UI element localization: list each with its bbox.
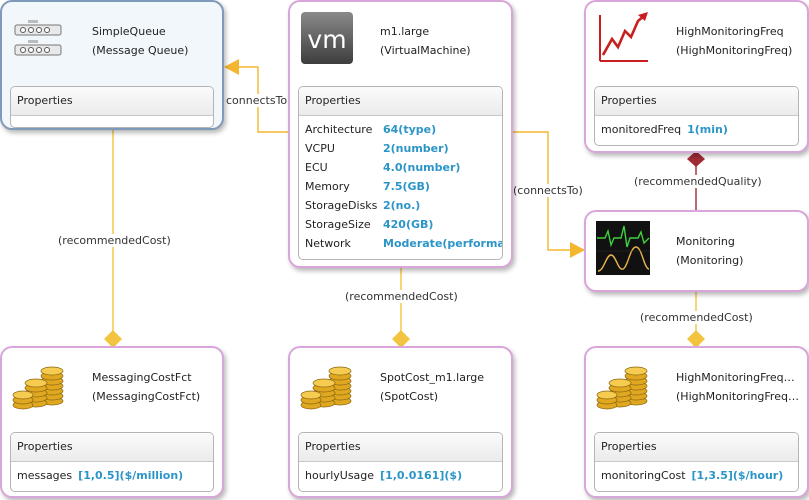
edge-label-monitoring-cost: (recommendedCost) [640,311,753,324]
property-row: ECU 4.0(number) [299,158,502,177]
property-value: 4.0(number) [383,161,461,174]
edge-vm-to-monitoring-arrow [570,242,585,258]
property-row: StorageSize 420(GB) [299,215,502,234]
node-title: Monitoring (Monitoring) [676,232,743,270]
property-key: hourlyUsage [305,469,375,482]
coins-icon [596,357,650,411]
node-name: SpotCost_m1.large [380,371,485,384]
node-title: SpotCost_m1.large (SpotCost) [380,368,484,406]
property-key: monitoredFreq [601,123,682,136]
property-value: 64(type) [383,123,437,136]
node-spot-cost[interactable]: SpotCost_m1.large (SpotCost) Properties … [288,346,513,498]
node-simple-queue[interactable]: SimpleQueue (Message Queue) Properties [0,0,224,130]
node-vm[interactable]: vm m1.large (VirtualMachine) Properties … [288,0,513,268]
properties-header[interactable]: Properties [595,87,798,116]
node-name: MessagingCostFct [92,371,192,384]
property-value: 2(number) [383,142,449,155]
edge-label-vm-to-monitoring: (connectsTo) [513,184,583,197]
properties-header[interactable]: Properties [595,433,798,462]
property-key: messages [17,469,73,482]
node-title: SimpleQueue (Message Queue) [92,22,188,60]
node-name: HighMonitoringFreq… [676,371,795,384]
properties-panel: Properties monitoringCost [1,3.5]($/hour) [594,432,799,492]
node-name: HighMonitoringFreq [676,25,784,38]
property-value: 2(no.) [383,199,421,212]
properties-panel: Properties messages [1,0.5]($/million) [10,432,214,492]
coins-icon [12,357,66,411]
node-name: SimpleQueue [92,25,166,38]
property-key: monitoringCost [601,469,686,482]
properties-header[interactable]: Properties [11,433,213,462]
trend-chart-icon [596,11,650,65]
node-name: m1.large [380,25,430,38]
property-row: monitoringCost [1,3.5]($/hour) [595,462,798,490]
node-type: (HighMonitoringFreq… [676,390,799,403]
properties-panel: Properties [10,86,214,128]
properties-panel: Properties Architecture 64(type) VCPU 2(nu… [298,86,503,260]
edge-label-monitoring-quality: (recommendedQuality) [634,175,762,188]
node-high-monitoring-freq[interactable]: HighMonitoringFreq (HighMonitoringFreq) … [584,0,809,153]
property-value: 1(min) [687,123,728,136]
property-row: hourlyUsage [1,0.0161]($) [299,462,502,490]
node-type: (Monitoring) [676,254,744,267]
property-key: Architecture [305,123,373,136]
property-value: 7.5(GB) [383,180,430,193]
property-row: Network Moderate(performa [299,234,502,253]
edge-monitoring-quality-diamond [687,151,705,167]
properties-header[interactable]: Properties [299,87,502,116]
node-type: (SpotCost) [380,390,439,403]
property-row: Memory 7.5(GB) [299,177,502,196]
coins-icon [300,357,354,411]
ecg-monitor-icon [596,221,650,275]
property-key: ECU [305,161,328,174]
property-row: monitoredFreq 1(min) [595,116,798,144]
edge-queue-cost-diamond [104,330,122,348]
node-title: MessagingCostFct (MessagingCostFct) [92,368,200,406]
properties-panel: Properties monitoredFreq 1(min) [594,86,799,146]
vm-logo-icon: vm [300,11,354,65]
edge-vm-to-queue-arrow [224,59,239,75]
property-value: 420(GB) [383,218,434,231]
property-row: Architecture 64(type) [299,120,502,139]
property-row: VCPU 2(number) [299,139,502,158]
edge-label-queue-cost: (recommendedCost) [58,234,171,247]
property-value: [1,0.0161]($) [380,469,463,482]
message-queue-icon [12,11,66,65]
node-type: (Message Queue) [92,44,189,57]
property-value: [1,0.5]($/million) [78,469,184,482]
node-title: HighMonitoringFreq… (HighMonitoringFreq… [676,368,804,406]
edge-label-vm-cost: (recommendedCost) [345,290,458,303]
edge-monitoring-cost-diamond [687,330,705,348]
node-monitoring[interactable]: Monitoring (Monitoring) [584,210,809,292]
node-type: (HighMonitoringFreq) [676,44,793,57]
node-type: (MessagingCostFct) [92,390,201,403]
property-row: messages [1,0.5]($/million) [11,462,213,490]
property-key: Network [305,237,351,250]
property-key: StorageDisks [305,199,378,212]
properties-header[interactable]: Properties [299,433,502,462]
node-messaging-cost-fct[interactable]: MessagingCostFct (MessagingCostFct) Prop… [0,346,224,498]
property-key: VCPU [305,142,335,155]
node-title: m1.large (VirtualMachine) [380,22,471,60]
node-high-monitoring-cost[interactable]: HighMonitoringFreq… (HighMonitoringFreq…… [584,346,809,498]
vm-logo-text: vm [307,25,346,54]
edge-vm-cost-diamond [392,330,410,348]
edge-label-vm-to-queue: connectsTo [226,94,288,107]
property-key: StorageSize [305,218,371,231]
property-key: Memory [305,180,350,193]
node-title: HighMonitoringFreq (HighMonitoringFreq) [676,22,792,60]
property-value: [1,3.5]($/hour) [691,469,784,482]
node-type: (VirtualMachine) [380,44,471,57]
property-row: StorageDisks 2(no.) [299,196,502,215]
node-name: Monitoring [676,235,735,248]
properties-header[interactable]: Properties [11,87,213,116]
properties-panel: Properties hourlyUsage [1,0.0161]($) [298,432,503,492]
property-value: Moderate(performa [383,237,503,250]
